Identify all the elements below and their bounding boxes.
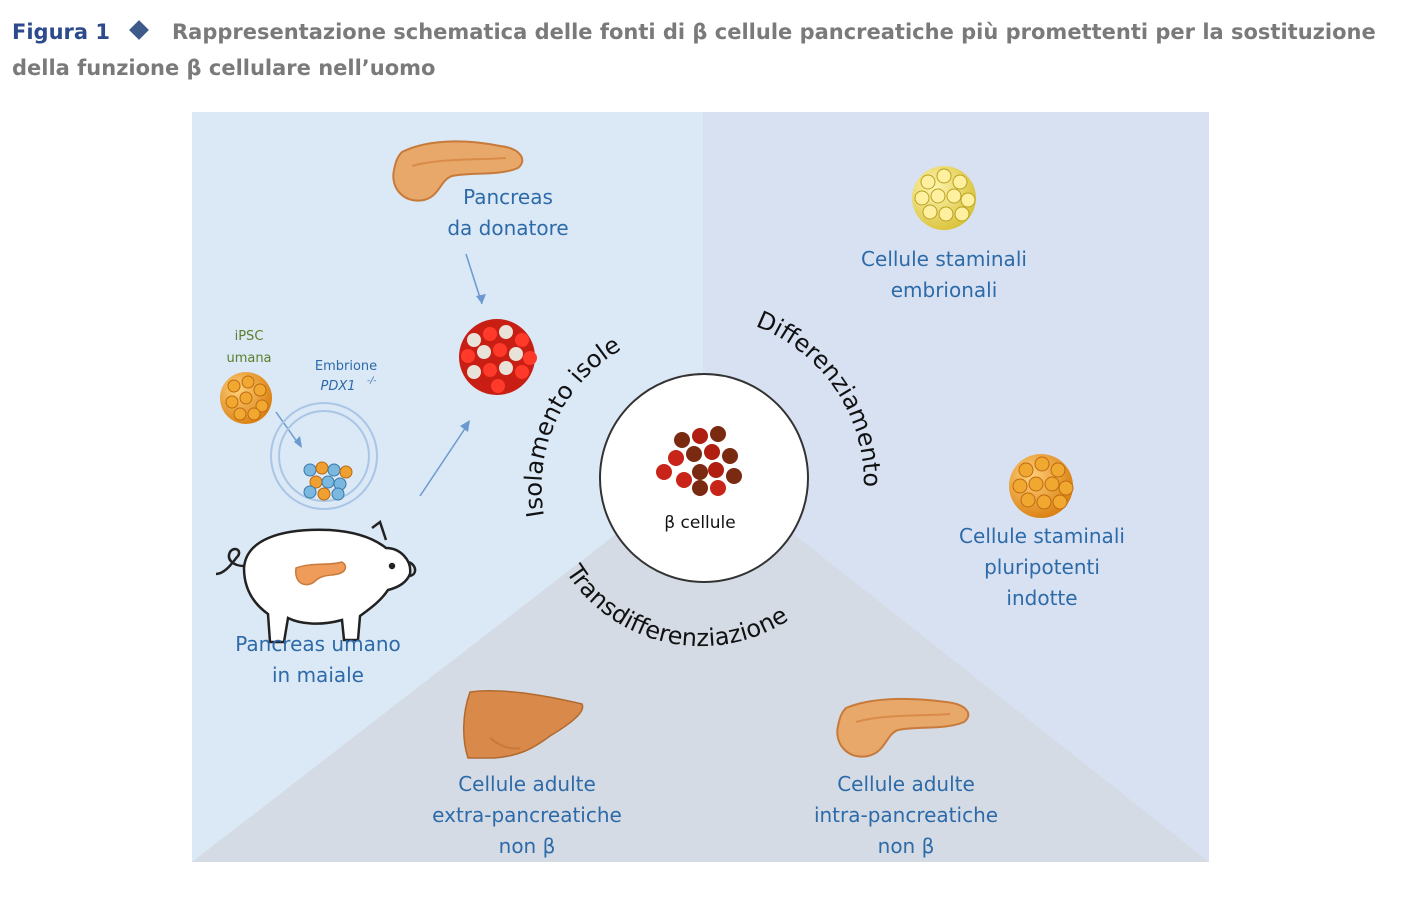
islet-cluster-icon: [459, 319, 537, 395]
pig-arrow: [419, 423, 469, 497]
intra-pancreatic-label-1: Cellule adulte: [837, 772, 975, 796]
extra-pancreatic-label-1: Cellule adulte: [458, 772, 596, 796]
embryo-gene-superscript: -/-: [367, 376, 377, 386]
caption-title: Rappresentazione schematica delle fonti …: [12, 20, 1376, 80]
figure-label: Figura 1: [12, 20, 110, 44]
embryonic-stem-label-2: embrionali: [891, 278, 998, 302]
extra-pancreatic-label-3: non β: [499, 834, 556, 858]
embryo-gene-label: PDX1: [320, 379, 355, 394]
ipsc-induced-cluster-icon: [1009, 454, 1074, 518]
intra-pancreatic-label-3: non β: [878, 834, 935, 858]
pig-label-2: in maiale: [272, 663, 364, 687]
pig-icon: [215, 519, 417, 644]
donor-arrow-head: [476, 294, 486, 304]
bottom-panel: [192, 528, 1209, 862]
ipsc-arrow-head: [294, 436, 302, 448]
donor-pancreas-label-1: Pancreas: [463, 185, 553, 209]
beta-cell-cluster-icon: [656, 426, 742, 496]
adult-pancreas-icon: [836, 697, 970, 758]
embryo-icon: [270, 402, 378, 510]
embryonic-stem-cell-cluster-icon: [912, 166, 976, 230]
donor-pancreas-label-2: da donatore: [447, 216, 568, 240]
pig-pancreas-icon: [295, 561, 347, 586]
ipsc-induced-label-3: indotte: [1006, 586, 1077, 610]
ipsc-label-1: iPSC: [235, 329, 264, 344]
ipsc-label-2: umana: [226, 351, 271, 366]
donor-pancreas-icon: [392, 140, 524, 202]
pig-arrow-head: [460, 420, 470, 432]
intra-pancreatic-label-2: intra-pancreatiche: [814, 803, 998, 827]
ipsc-induced-label-1: Cellule staminali: [959, 524, 1125, 548]
ipsc-cluster-icon: [220, 372, 272, 424]
liver-icon: [462, 690, 584, 759]
embryonic-stem-label-1: Cellule staminali: [861, 247, 1027, 271]
center-label: β cellule: [664, 513, 735, 533]
extra-pancreatic-label-2: extra-pancreatiche: [432, 803, 622, 827]
pig-label-1: Pancreas umano: [235, 632, 401, 656]
ipsc-induced-label-2: pluripotenti: [984, 555, 1100, 579]
embryo-label: Embrione: [315, 359, 377, 374]
